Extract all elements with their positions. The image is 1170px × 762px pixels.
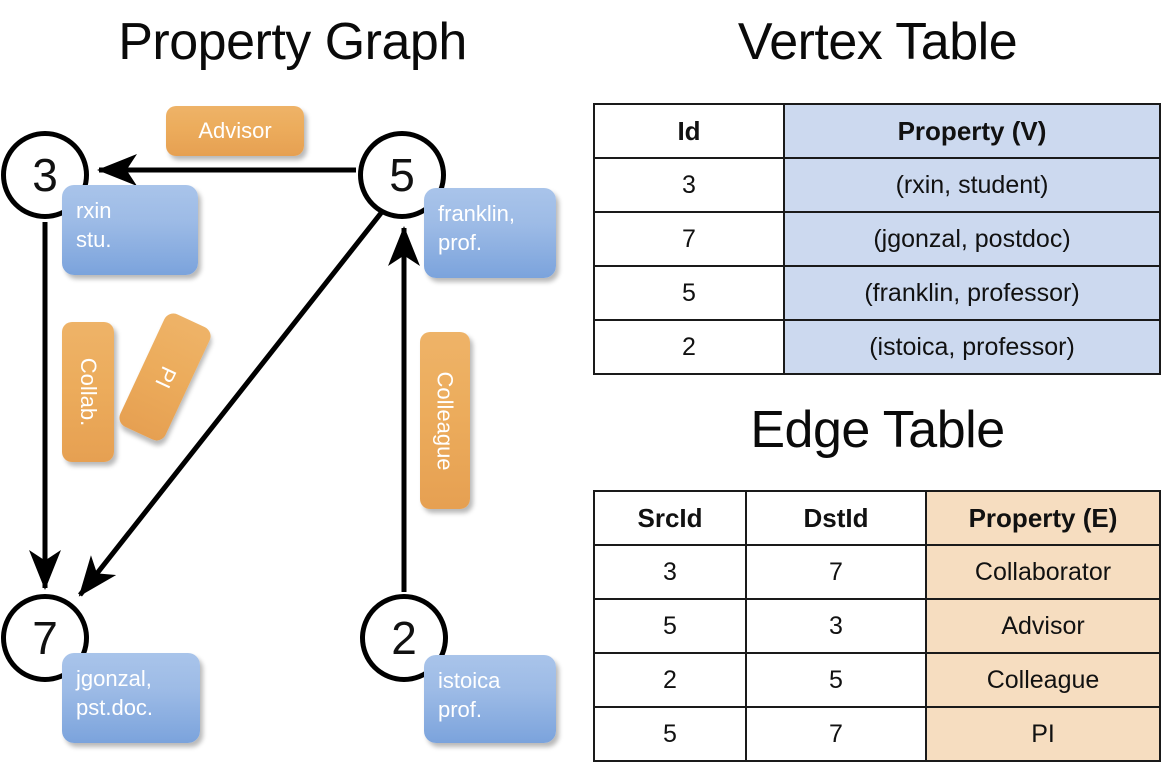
edge-row-3-property: PI [925,706,1161,762]
vertex-row-0-id: 3 [593,157,785,213]
vertex-row-2-property: (franklin, professor) [783,265,1161,321]
vertex-property-box-jgonzal: jgonzal, pst.doc. [62,653,200,743]
edge-row-2-property: Colleague [925,652,1161,708]
graph-node-5-label: 5 [389,149,415,201]
table-row: 5 3 Advisor [593,598,1161,654]
edge-row-1-src: 5 [593,598,747,654]
edge-row-0-dst: 7 [745,544,927,600]
table-row: 2 5 Colleague [593,652,1161,708]
vertex-property-box-istoica: istoica prof. [424,655,556,743]
edge-label-colleague: Colleague [420,332,470,509]
table-row: 7 (jgonzal, postdoc) [593,211,1161,267]
vertex-row-3-id: 2 [593,319,785,375]
vertex-property-istoica-line1: istoica [438,668,501,693]
property-graph-diagram: 3 5 7 2 rxin stu. franklin, prof. jgonza… [0,0,585,760]
table-row: 5 7 PI [593,706,1161,762]
table-row: 5 (franklin, professor) [593,265,1161,321]
edge-label-advisor-text: Advisor [198,118,272,143]
edge-5-to-7-pi [78,206,387,597]
graph-node-7-label: 7 [32,612,58,664]
graph-node-2-label: 2 [391,612,417,664]
graph-node-3-label: 3 [32,149,58,201]
vertex-row-3-property: (istoica, professor) [783,319,1161,375]
edge-row-3-dst: 7 [745,706,927,762]
vertex-property-box-franklin: franklin, prof. [424,188,556,278]
table-row: 3 7 Collaborator [593,544,1161,600]
page-title-vertex-table: Vertex Table [737,13,1018,71]
edge-row-0-src: 3 [593,544,747,600]
edge-row-2-dst: 5 [745,652,927,708]
edge-table-header-property: Property (E) [925,490,1161,546]
edge-label-colleague-text: Colleague [433,370,459,471]
edge-label-advisor: Advisor [166,106,304,156]
page-title-property-graph: Property Graph [118,13,467,71]
edge-label-collab: Collab. [62,322,114,462]
edge-row-1-dst: 3 [745,598,927,654]
vertex-property-box-rxin: rxin stu. [62,185,198,275]
edge-table-header-srcid: SrcId [593,490,747,546]
edge-label-collab-text: Collab. [76,357,102,427]
vertex-property-rxin-line1: rxin [76,198,112,223]
vertex-table-header-row: Id Property (V) [593,103,1161,159]
vertex-property-franklin-line2: prof. [438,230,483,256]
graph-node-5[interactable]: 5 [358,131,446,219]
vertex-row-1-id: 7 [593,211,785,267]
edge-table: SrcId DstId Property (E) 3 7 Collaborato… [593,490,1161,762]
graph-edges-svg [29,154,420,597]
edge-table-header-row: SrcId DstId Property (E) [593,490,1161,546]
edge-row-0-property: Collaborator [925,544,1161,600]
vertex-table-header-property: Property (V) [783,103,1161,159]
page-title-edge-table: Edge Table [750,401,1005,459]
vertex-property-istoica-line2: prof. [438,697,483,723]
edge-row-3-src: 5 [593,706,747,762]
edge-label-pi-text: PI [149,362,182,392]
vertex-row-1-property: (jgonzal, postdoc) [783,211,1161,267]
table-row: 2 (istoica, professor) [593,319,1161,375]
vertex-row-2-id: 5 [593,265,785,321]
vertex-property-jgonzal-line2: pst.doc. [76,695,154,721]
edge-table-header-dstid: DstId [745,490,927,546]
table-row: 3 (rxin, student) [593,157,1161,213]
vertex-row-0-property: (rxin, student) [783,157,1161,213]
graph-node-2[interactable]: 2 [360,594,448,682]
vertex-table-header-id: Id [593,103,785,159]
vertex-property-jgonzal-line1: jgonzal, [76,666,152,691]
edge-row-1-property: Advisor [925,598,1161,654]
vertex-property-franklin-line1: franklin, [438,201,516,226]
vertex-table: Id Property (V) 3 (rxin, student) 7 (jgo… [593,103,1161,375]
vertex-property-rxin-line2: stu. [76,227,112,253]
edge-row-2-src: 2 [593,652,747,708]
